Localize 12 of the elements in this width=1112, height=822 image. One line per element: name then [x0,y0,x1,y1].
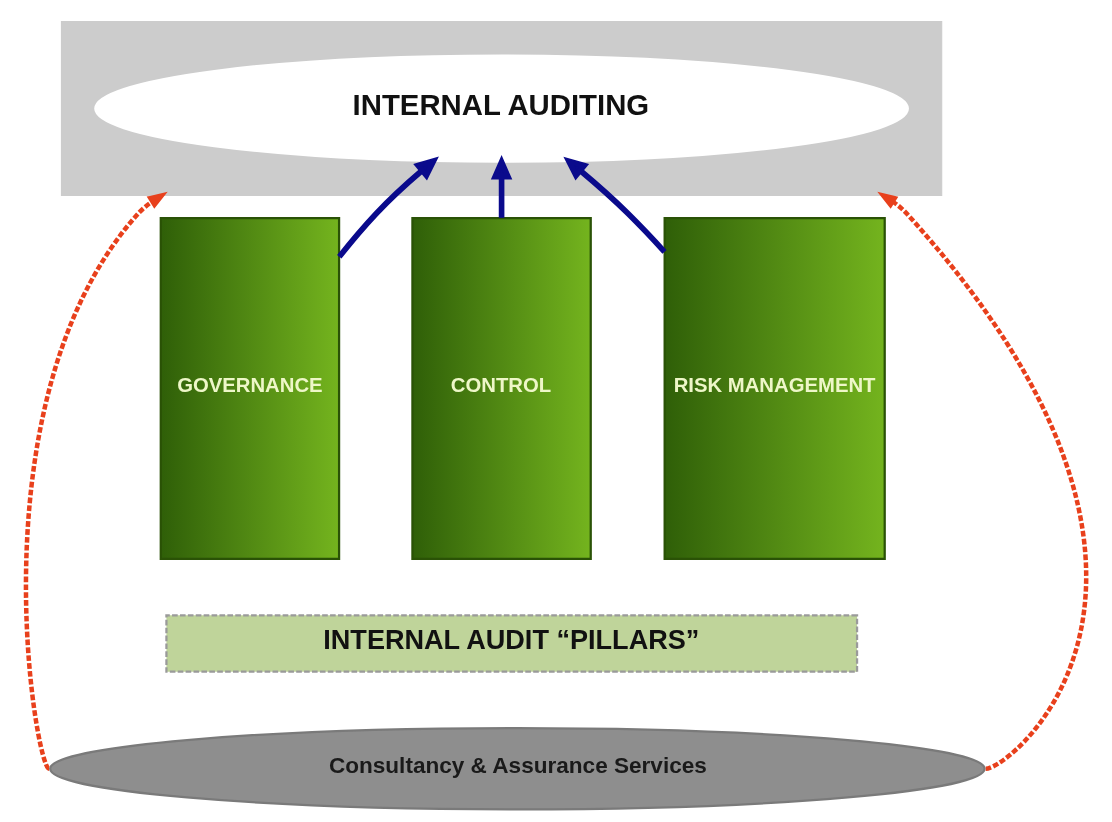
arrow [24,191,168,770]
arrow [337,156,439,259]
node-box: CONTROL [411,216,592,560]
node-box: RISK MANAGEMENT [663,216,886,560]
arrow [490,155,513,218]
node-box: INTERNAL AUDIT “PILLARS” [165,614,859,673]
arrow [563,156,667,254]
node-ellipse: Consultancy & Assurance Services [49,727,986,811]
node-box: GOVERNANCE [159,216,341,560]
cluster [60,21,943,197]
arrow [877,191,1089,771]
node-ellipse: INTERNAL AUDITING [94,54,909,163]
